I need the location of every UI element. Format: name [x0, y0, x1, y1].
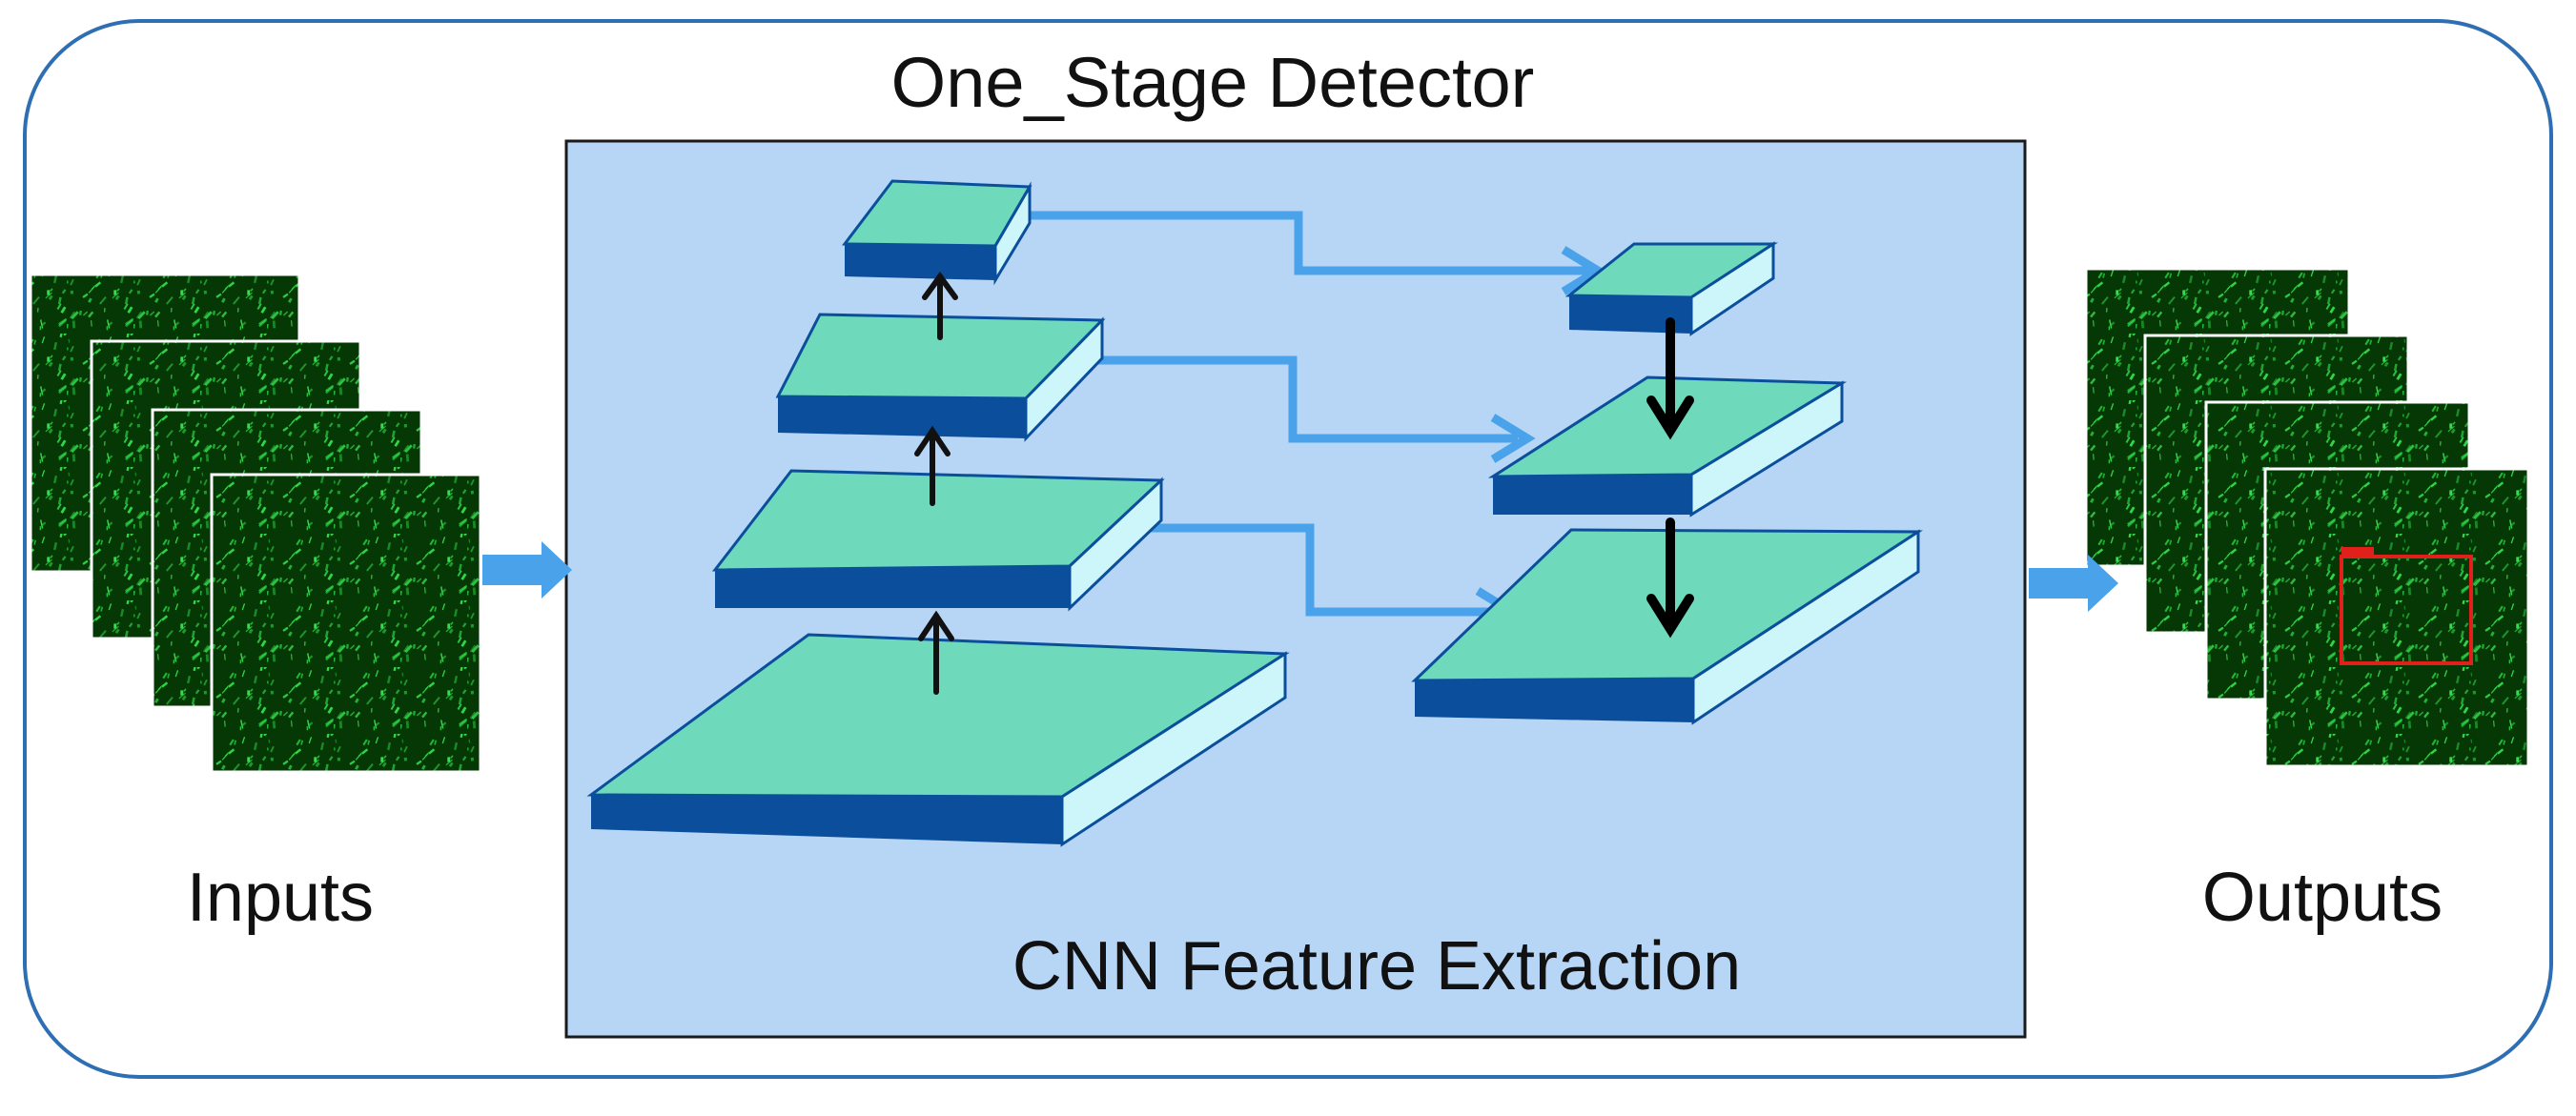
detector-title: One_Stage Detector [891, 43, 1535, 122]
lateral-connector-top [1030, 211, 1590, 275]
down-arrow-icon [1646, 517, 1694, 639]
up-arrow-icon [918, 610, 954, 695]
panel-label: CNN Feature Extraction [1012, 928, 1741, 1004]
backbone-pyramid [586, 179, 1290, 847]
backbone-layer-2 [775, 313, 1106, 442]
outputs-label: Outputs [2202, 860, 2443, 936]
up-arrow-icon [914, 425, 951, 506]
lateral-connectors [1030, 211, 1606, 637]
detection-box [2340, 547, 2473, 665]
lateral-connector-bottom [1131, 523, 1503, 617]
output-image-4 [2263, 467, 2530, 768]
up-arrow-icon [922, 271, 958, 340]
inputs-label: Inputs [187, 860, 374, 936]
bottom-up-arrows [914, 271, 958, 695]
input-image-4 [210, 473, 482, 774]
pyramid-layer-1 [1564, 241, 1779, 336]
top-down-arrows [1646, 317, 1694, 639]
backbone-layer-3 [711, 469, 1165, 612]
input-image-stack [29, 273, 482, 774]
right-arrow-icon [1561, 246, 1606, 295]
down-arrow-icon [1646, 317, 1694, 440]
lateral-connector-middle [1094, 355, 1518, 443]
output-image-stack [2084, 267, 2530, 768]
backbone-layer-4 [586, 633, 1290, 847]
right-arrow-icon [482, 541, 572, 599]
right-arrow-icon [2029, 555, 2118, 612]
backbone-layer-1 [842, 179, 1032, 286]
right-arrow-icon [1490, 414, 1536, 463]
